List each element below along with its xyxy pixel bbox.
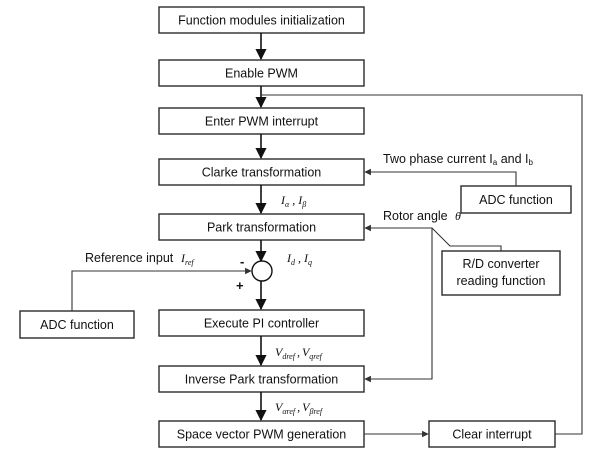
box-adc-right: ADC function — [460, 185, 572, 214]
box-clear-interrupt-label: Clear interrupt — [452, 428, 532, 442]
summing-junction — [251, 260, 273, 282]
box-clarke-label: Clarke transformation — [202, 166, 322, 180]
label-reference-input: Reference input — [85, 251, 174, 265]
arrow-theta-to-invpark — [364, 228, 433, 383]
loop-back-line — [261, 94, 583, 435]
label-theta: θ — [455, 209, 461, 223]
box-adc-left-label: ADC function — [40, 318, 114, 332]
label-vdref-vqref: Vdref,Vqref — [275, 345, 324, 361]
box-enter-interrupt: Enter PWM interrupt — [158, 107, 365, 135]
box-rd-converter: R/D converter reading function — [441, 250, 561, 296]
box-enter-interrupt-label: Enter PWM interrupt — [205, 115, 319, 129]
box-park-label: Park transformation — [207, 221, 316, 235]
arrow-rd-to-park — [364, 224, 502, 251]
label-two-phase-current: Two phase current Ia and Ib — [383, 152, 534, 167]
box-rd-line1: R/D converter — [462, 257, 539, 271]
label-rotor-angle: Rotor angle — [383, 209, 448, 223]
box-svpwm-label: Space vector PWM generation — [177, 428, 347, 442]
box-init-label: Function modules initialization — [178, 14, 345, 28]
sum-plus-sign: + — [236, 278, 244, 293]
arrow-adc-left-to-sum — [71, 267, 252, 311]
box-enable-pwm-label: Enable PWM — [225, 67, 298, 81]
label-i-alpha-i-beta: Iα,Iβ — [280, 193, 306, 209]
label-id-iq: Id,Iq — [286, 251, 312, 267]
box-clear-interrupt: Clear interrupt — [428, 420, 556, 448]
box-init: Function modules initialization — [158, 6, 365, 34]
arrow-adc-right-to-clarke — [364, 168, 517, 186]
box-inv-park: Inverse Park transformation — [158, 365, 365, 393]
label-i-ref: Iref — [180, 251, 195, 267]
box-clarke: Clarke transformation — [158, 158, 365, 186]
box-enable-pwm: Enable PWM — [158, 59, 365, 87]
box-pi-label: Execute PI controller — [204, 317, 319, 331]
label-varef-vbref: Vαref,Vβref — [275, 400, 324, 416]
box-svpwm: Space vector PWM generation — [158, 420, 365, 448]
sum-minus-sign: - — [240, 254, 244, 269]
box-pi: Execute PI controller — [158, 309, 365, 337]
box-adc-right-label: ADC function — [479, 193, 553, 207]
box-rd-line2: reading function — [457, 274, 546, 288]
box-adc-left: ADC function — [19, 310, 135, 339]
box-park: Park transformation — [158, 213, 365, 241]
box-inv-park-label: Inverse Park transformation — [185, 373, 339, 387]
